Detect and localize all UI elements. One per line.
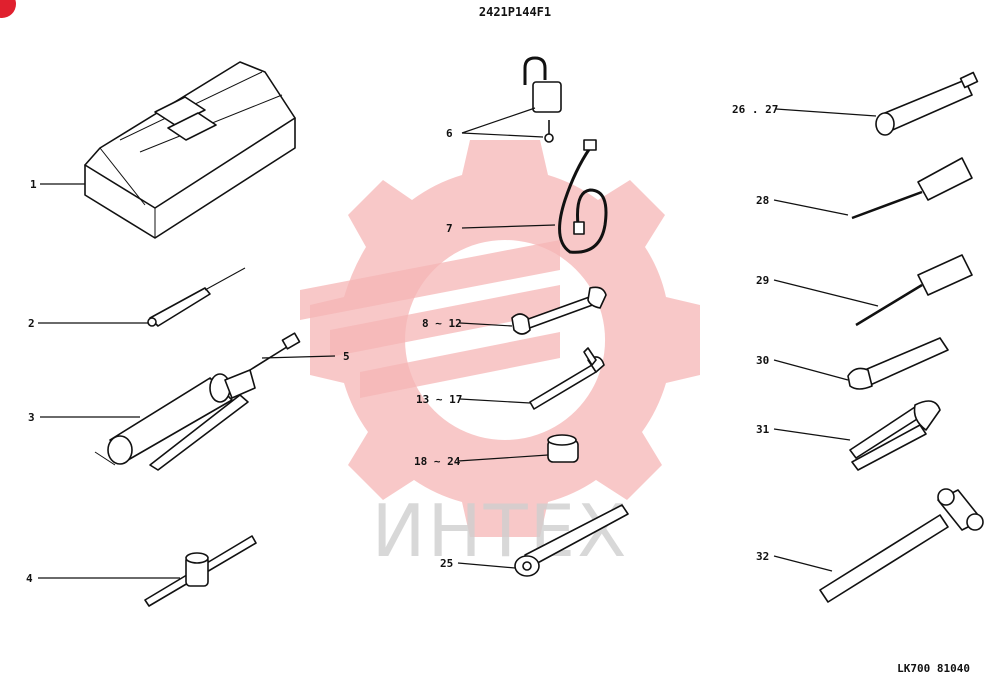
ratchet-handle <box>514 504 629 577</box>
callout-label-1: 1 <box>30 178 37 191</box>
callout-label-26-27: 26 . 27 <box>732 103 778 116</box>
flat-screwdriver <box>851 157 973 220</box>
corner-mark <box>0 0 16 18</box>
tool-box <box>84 61 296 239</box>
adjustable-wrench <box>847 337 949 390</box>
callout-label-28: 28 <box>756 194 769 207</box>
hammer <box>819 488 984 603</box>
phillips-screwdriver <box>855 254 973 327</box>
callout-label-30: 30 <box>756 354 769 367</box>
padlock-and-key <box>523 56 562 143</box>
callout-label-4: 4 <box>26 572 33 585</box>
callout-label-25: 25 <box>440 557 453 570</box>
open-end-wrench <box>511 286 607 335</box>
extension-bar <box>875 71 979 136</box>
hex-key <box>529 347 605 410</box>
callout-label-29: 29 <box>756 274 769 287</box>
socket <box>547 434 579 463</box>
callout-label-32: 32 <box>756 550 769 563</box>
callout-label-31: 31 <box>756 423 770 436</box>
watermark-gear-icon <box>300 140 700 537</box>
callout-label-2: 2 <box>28 317 35 330</box>
callout-label-5: 5 <box>343 350 350 363</box>
grease-gun-nozzle <box>249 332 301 371</box>
callout-label-18-24: 18 ~ 24 <box>414 455 461 468</box>
callout-label-7: 7 <box>446 222 453 235</box>
callout-label-3: 3 <box>28 411 35 424</box>
drawing-code: 2421P144F1 <box>479 5 551 19</box>
callout-label-6: 6 <box>446 127 453 140</box>
callout-label-13-17: 13 ~ 17 <box>416 393 462 406</box>
t-handle-wrench <box>144 535 257 607</box>
reference-code: LK700 81040 <box>897 662 970 675</box>
flexible-hose <box>558 139 608 254</box>
pliers <box>849 400 941 471</box>
spark-plug-wrench-bar <box>147 267 246 327</box>
grease-gun <box>94 369 256 471</box>
callout-label-8-12: 8 ~ 12 <box>422 317 462 330</box>
